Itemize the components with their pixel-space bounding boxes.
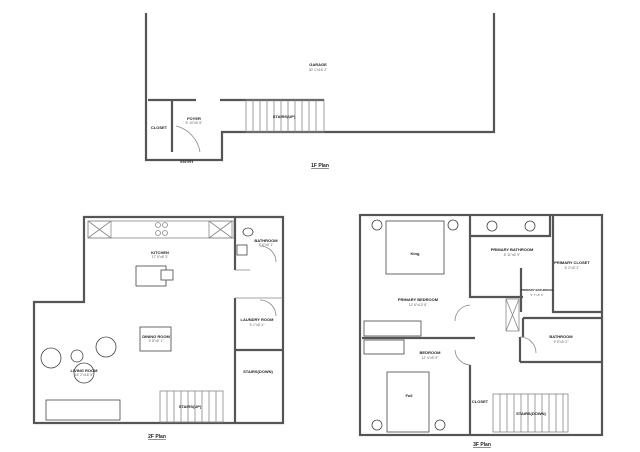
room-size: 16' 2"x16' 5" [75,373,94,377]
desk-icon [363,339,405,355]
nightstand-lamp-icon [447,219,459,231]
room-size: 12' 4"x9' 9" [422,356,440,360]
room-label: BATHROOM [549,334,573,339]
room-size: 5' 8"x5' 1" [149,339,165,343]
room-size: 9' 5"x5' 2" [554,340,570,344]
bathroom-sink-icon [524,220,536,232]
floor-3-plan: King PRIMARY BATHROOM 8' 11"x6' 9" PRIMA… [358,213,604,448]
primary-bedroom-door[interactable] [454,304,471,322]
room-label: BEDROOM [420,350,442,355]
bedroom-door[interactable] [454,349,471,366]
room-label: STAIRS(DOWN) [243,369,273,374]
armchair-icon [40,347,62,369]
sofa-icon [45,399,121,421]
room-label: DINING ROOM [142,334,170,339]
room-label: ENTRY [180,159,194,164]
room-label: CLOSET [151,125,168,130]
dining-table [139,326,172,352]
floor-1-plan: GARAGE 30' 1"x16' 2" FOYER 5' 10"x5' 5" … [144,13,496,169]
linen-closet-cross [505,298,520,332]
room-label: PRIMARY CLOSET [554,260,590,265]
plan-title: 1F Plan [311,163,329,169]
room-label: King [411,251,420,256]
plan-title: 3F Plan [473,442,491,448]
room-size: 5' 1"x8' 4" [250,323,266,327]
outer-wall-2f [32,215,285,425]
kitchen-counter [87,220,235,239]
armchair-icon [95,336,117,358]
round-rug [73,362,95,384]
room-label: LAUNDRY ROOM [241,317,275,322]
nightstand-lamp-icon [371,219,383,231]
bathroom-door[interactable] [519,336,537,354]
floor-2-plan: KITCHEN 17' 5"x8' 3" BATHROOM 5' 5"x5' 1… [32,215,285,440]
room-label: LIVING ROOM [71,368,99,373]
room-label: STAIRS(UP) [179,404,202,409]
room-label: CLOSET [472,399,489,404]
room-size: 5' 5"x5' 1" [259,243,275,247]
laundry-door[interactable] [259,299,277,317]
nightstand-lamp-icon [434,419,446,431]
room-label: STAIRS(UP) [273,114,296,119]
laundry-walls [235,269,283,299]
room-size: 8' 11"x6' 9" [504,253,521,257]
room-label: Full [405,393,412,398]
room-size: 5' 10"x5' 5" [186,121,204,125]
room-label: PRIMARY BEDROOM [398,297,439,302]
bathroom-sink-icon [486,220,498,232]
garage-outer-wall [144,13,496,162]
room-size: 6' 2"x5' 2" [565,266,581,270]
outer-wall-3f [358,213,604,437]
king-bed-icon [385,220,445,275]
plan-title: 2F Plan [148,434,166,440]
bathroom-sink-icon [236,244,248,256]
room-size: 30' 1"x16' 2" [309,68,328,72]
room-label: GARAGE [309,62,327,67]
toilet-icon [242,227,254,237]
room-label: KITCHEN [151,250,169,255]
bathroom-door[interactable] [259,245,277,263]
room-size: 12' 6"x13' 8" [409,303,428,307]
side-table-icon [70,349,84,363]
interior-walls-2f [233,217,283,423]
room-size: 17' 5"x8' 3" [152,255,170,259]
linen-closet [505,298,520,332]
room-size: 5' 7"x5' 4" [530,293,543,297]
room-label: PRIMARY BATHROOM [521,288,553,292]
stairs-up-1f [245,99,325,133]
room-label: PRIMARY BATHROOM [491,247,534,252]
dresser-icon [363,320,422,337]
room-label: FOYER [187,116,201,121]
sink-icon [160,269,174,281]
stairs-up-2f [159,390,224,423]
full-bed-icon [386,371,430,433]
bath-closet-walls [471,215,602,314]
entry-door-swing[interactable] [175,125,201,153]
stairs-down-3f [492,393,569,433]
room-label: STAIRS(DOWN) [516,411,546,416]
interior-walls-3f [362,215,602,435]
room-label: BATHROOM [254,238,278,243]
nightstand-lamp-icon [371,419,383,431]
